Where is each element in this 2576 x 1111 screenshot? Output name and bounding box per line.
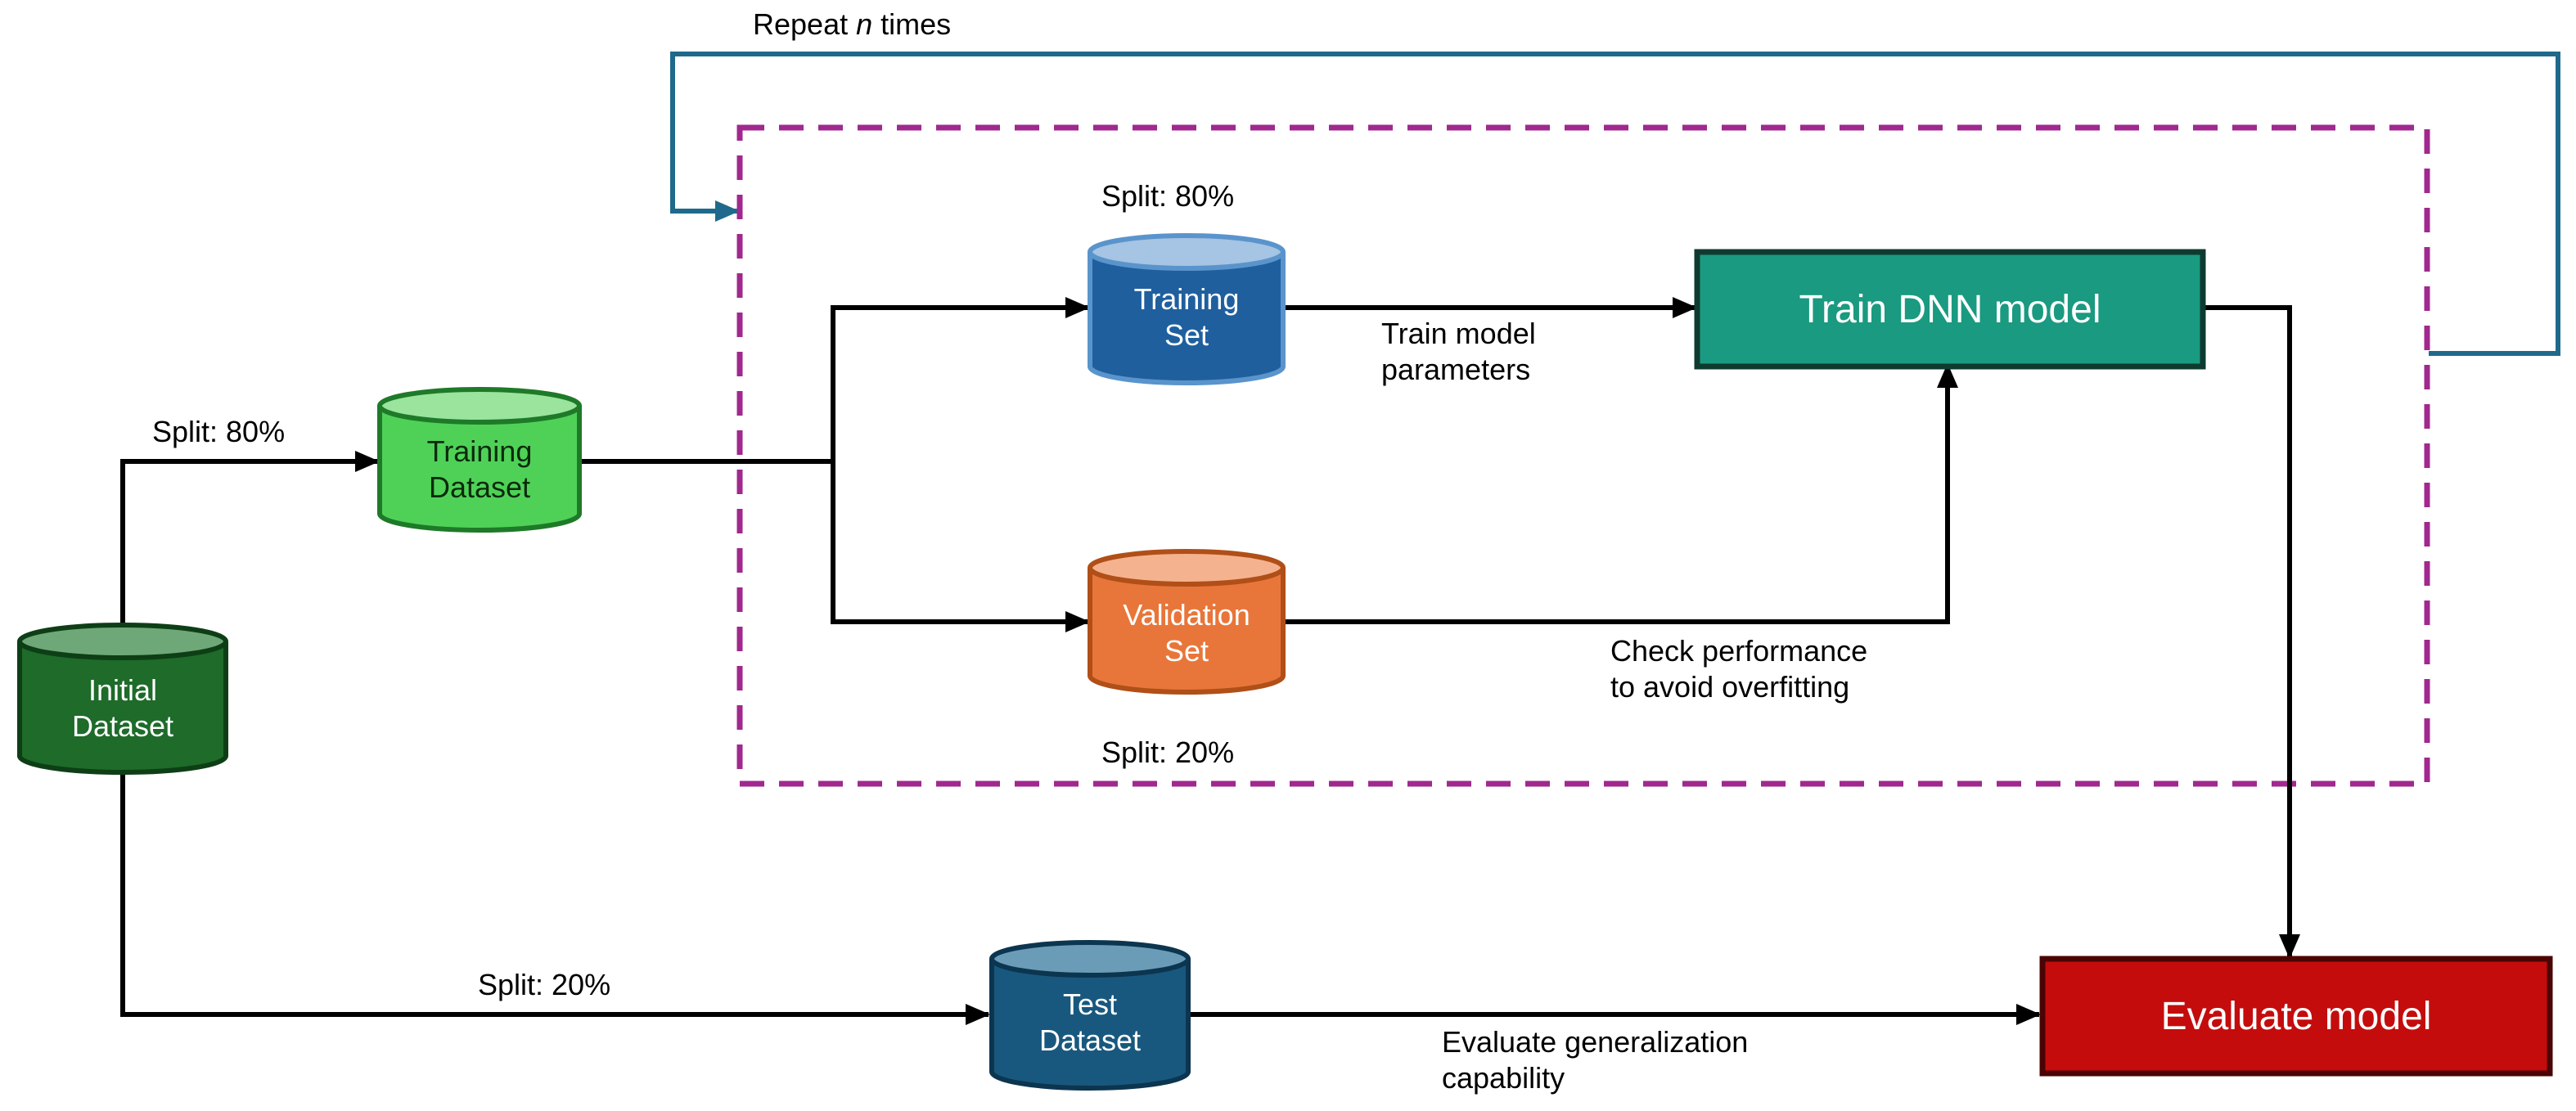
repeat-loop-label: Repeat n times bbox=[753, 7, 951, 41]
training-set-label-line1: Training bbox=[1134, 282, 1240, 316]
training-dataset-label-line2: Dataset bbox=[429, 470, 530, 504]
check-performance-label-line2: to avoid overfitting bbox=[1610, 670, 1849, 704]
edge-train-model-to-evaluate-model bbox=[2204, 305, 2300, 959]
initial-dataset-label-line2: Dataset bbox=[72, 709, 173, 743]
train-params-label-line2: parameters bbox=[1381, 353, 1530, 386]
initial-dataset-label-line1: Initial bbox=[88, 673, 157, 707]
split-test-dataset-label: Split: 20% bbox=[478, 968, 610, 1001]
repeat-loop: Repeat n times bbox=[670, 7, 2560, 356]
connectors bbox=[120, 297, 2300, 1025]
training-dataset-cylinder: Training Dataset bbox=[377, 387, 582, 533]
split-training-set-label: Split: 80% bbox=[1101, 179, 1234, 213]
test-dataset-cylinder: Test Dataset bbox=[989, 940, 1191, 1091]
validation-set-cylinder: Validation Set bbox=[1088, 549, 1286, 695]
repeat-loop-arrow bbox=[670, 52, 2560, 356]
training-set-label-line2: Set bbox=[1164, 318, 1209, 352]
evaluate-model-box: Evaluate model bbox=[2039, 956, 2553, 1077]
split-validation-set-label: Split: 20% bbox=[1101, 735, 1234, 769]
train-dnn-model-label: Train DNN model bbox=[1799, 288, 2101, 331]
train-params-label-line1: Train model bbox=[1381, 317, 1536, 350]
edge-labels: Split: 80% Split: 20% Split: 80% Split: … bbox=[152, 179, 1867, 1095]
test-dataset-label-line1: Test bbox=[1063, 987, 1117, 1021]
validation-set-label-line1: Validation bbox=[1123, 598, 1250, 632]
evaluate-generalization-label-line1: Evaluate generalization bbox=[1442, 1025, 1748, 1059]
training-set-cylinder: Training Set bbox=[1088, 233, 1286, 385]
training-loop-dashed-box bbox=[736, 124, 2430, 787]
validation-set-label-line2: Set bbox=[1164, 634, 1209, 668]
test-dataset-label-line2: Dataset bbox=[1039, 1023, 1141, 1057]
initial-dataset-cylinder: Initial Dataset bbox=[17, 623, 228, 775]
edge-branch-to-validation-set bbox=[831, 460, 1090, 632]
split-training-dataset-label: Split: 80% bbox=[152, 415, 285, 448]
check-performance-label-line1: Check performance bbox=[1610, 634, 1867, 668]
evaluate-generalization-label-line2: capability bbox=[1442, 1061, 1565, 1095]
edge-branch-to-training-set bbox=[831, 297, 1090, 623]
edge-initial-to-test-dataset bbox=[120, 772, 990, 1025]
evaluate-model-label: Evaluate model bbox=[2161, 995, 2432, 1038]
training-dataset-label-line1: Training bbox=[427, 434, 533, 468]
edge-validation-set-to-train-model bbox=[1285, 363, 1958, 624]
train-dnn-model-box: Train DNN model bbox=[1694, 249, 2206, 370]
edge-initial-to-training-dataset bbox=[120, 451, 380, 625]
